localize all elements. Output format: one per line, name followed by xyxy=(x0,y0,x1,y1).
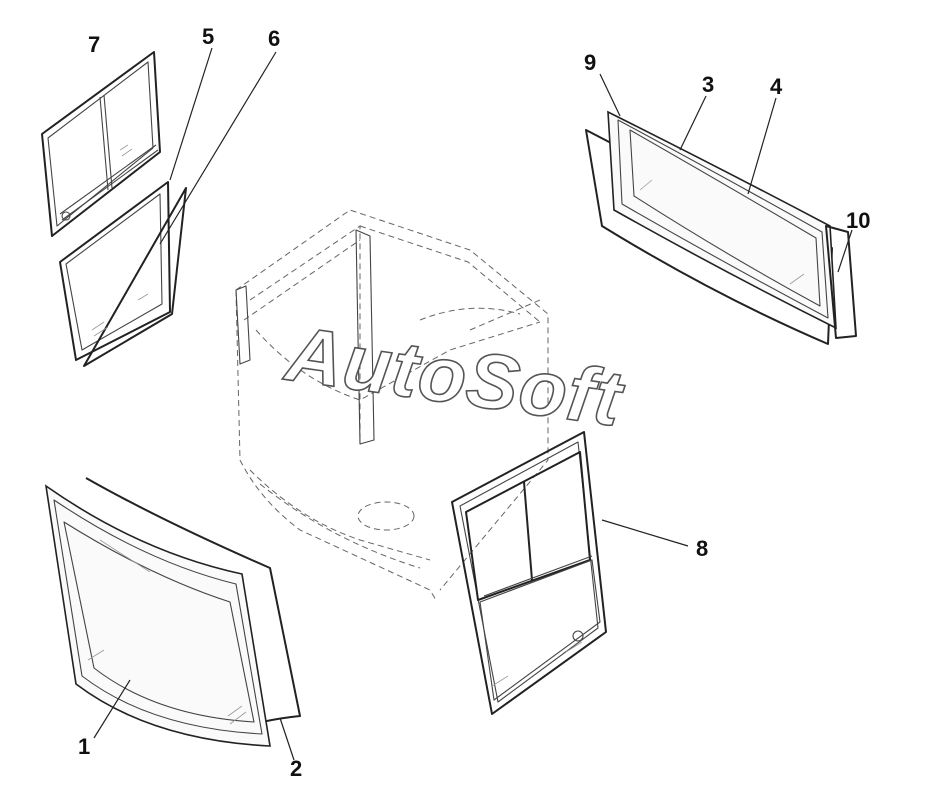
callout-10: 10 xyxy=(846,208,870,233)
watermark-text: AutoSoft xyxy=(279,309,629,444)
callout-9: 9 xyxy=(584,50,596,75)
callout-2: 2 xyxy=(290,756,302,781)
part-1-2-front-windshield xyxy=(44,477,301,747)
callout-1: 1 xyxy=(78,734,90,759)
callout-5: 5 xyxy=(202,24,214,49)
part-8-door xyxy=(451,431,607,715)
cab-frame xyxy=(235,209,549,601)
callout-6: 6 xyxy=(268,26,280,51)
callout-4: 4 xyxy=(770,74,783,99)
part-7-side-window xyxy=(41,51,161,237)
part-5-6-side-glass xyxy=(59,181,187,367)
callout-8: 8 xyxy=(696,536,708,561)
part-3-4-9-10-rear-glass xyxy=(585,110,857,345)
leader-lines xyxy=(93,47,853,761)
callout-3: 3 xyxy=(702,72,714,97)
callout-7: 7 xyxy=(88,32,100,57)
